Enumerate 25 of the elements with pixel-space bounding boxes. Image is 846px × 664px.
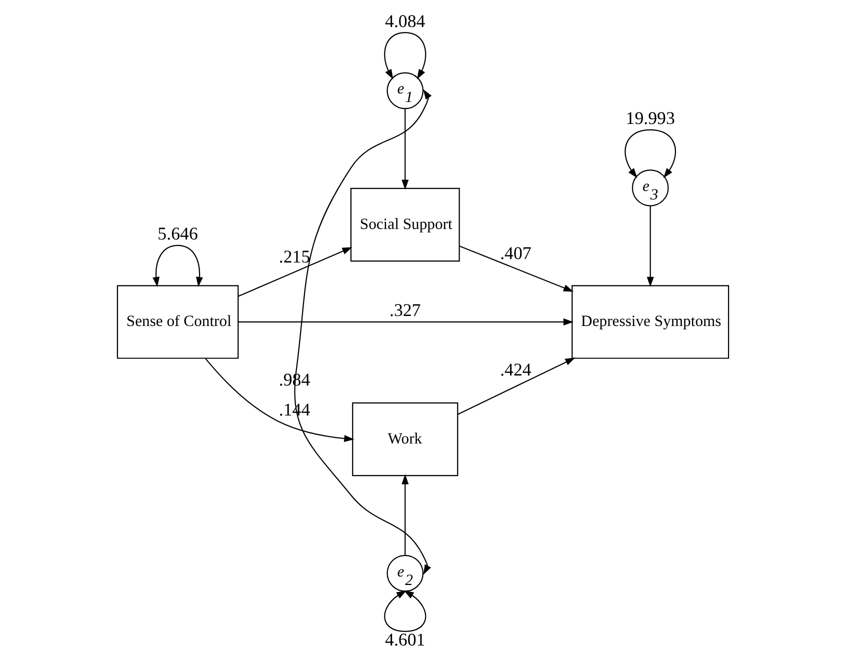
arrow — [458, 358, 576, 415]
node-box: Work — [352, 402, 458, 476]
edge-label: 4.084 — [385, 10, 426, 31]
edge-label: .215 — [278, 246, 310, 267]
node-box: Social Support — [350, 188, 460, 262]
edge-label: .327 — [389, 300, 421, 320]
arrow — [238, 247, 352, 297]
arrow — [294, 89, 432, 575]
arrow — [384, 590, 426, 632]
arrow — [238, 318, 574, 326]
arrow — [459, 246, 574, 292]
node-box: Sense of Control — [116, 285, 239, 359]
arrow — [205, 358, 354, 442]
arrow — [152, 244, 203, 288]
edge-label: .424 — [500, 359, 532, 380]
edge-label: .407 — [500, 243, 532, 264]
arrow — [402, 108, 409, 190]
arrow — [646, 206, 654, 287]
arrow — [402, 474, 409, 555]
arrow — [624, 129, 676, 178]
edge-label: 19.993 — [626, 108, 675, 128]
edge-label: 5.646 — [158, 224, 198, 244]
edge-label: 4.601 — [385, 630, 426, 650]
arrow — [384, 32, 426, 80]
node-box: Depressive Symptoms — [572, 285, 730, 359]
